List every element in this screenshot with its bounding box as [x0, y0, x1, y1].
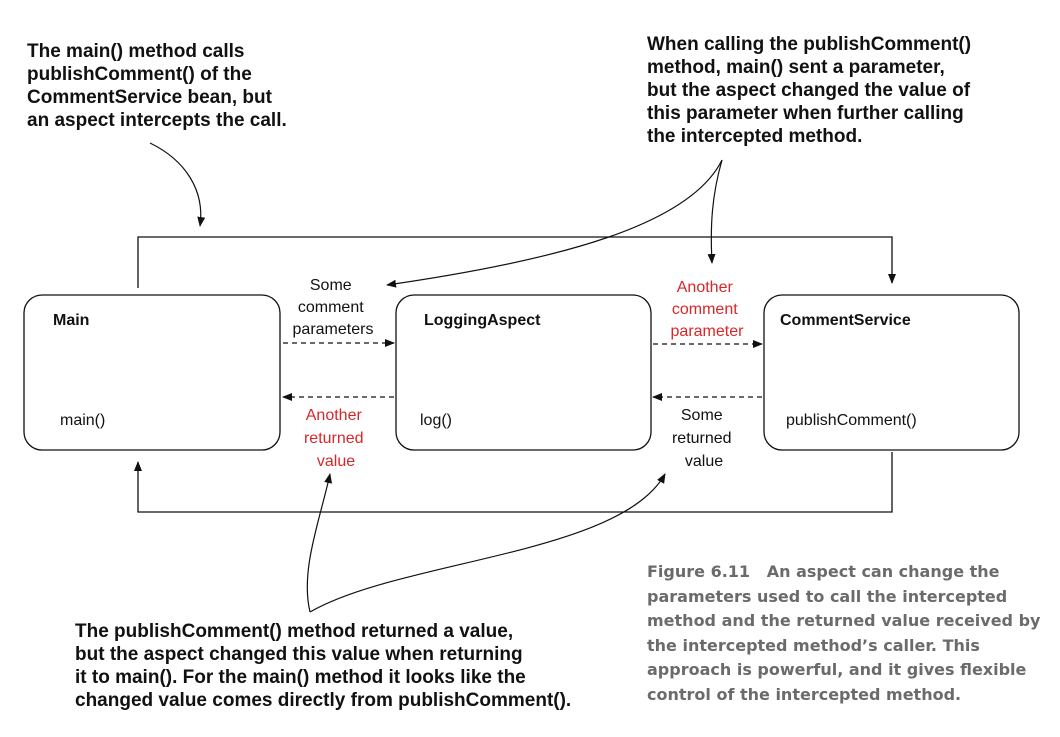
logging-aspect-title: LoggingAspect [424, 312, 541, 329]
pointer-bottom-a [306, 473, 332, 613]
caption-text: An aspect can change the parameters used… [647, 562, 1041, 704]
pointer-top-right-a [386, 159, 723, 288]
publish-comment-method: publishComment() [786, 412, 917, 429]
figure-caption: Figure 6.11 An aspect can change the par… [647, 560, 1047, 707]
return-connector [134, 452, 893, 513]
pointer-bottom-b [309, 473, 666, 613]
pointer-top-right-b [707, 159, 723, 264]
some-comment-parameters-label: Some comment parameters [293, 277, 374, 338]
annotation-return-changed: The publishComment() method returned a v… [75, 621, 572, 711]
some-returned-value-label: Some returned value [672, 407, 736, 470]
pointer-top-left [149, 142, 206, 227]
logging-aspect-box [395, 294, 652, 451]
main-box [23, 294, 281, 451]
main-box-title: Main [53, 312, 89, 329]
annotation-parameter-changed: When calling the publishComment() method… [647, 34, 972, 147]
another-comment-parameter-label: Another comment parameter [671, 279, 745, 340]
call-connector [137, 236, 896, 288]
log-method: log() [420, 412, 452, 429]
comment-service-title: CommentService [780, 312, 911, 329]
main-method: main() [60, 412, 105, 429]
comment-service-box [763, 294, 1020, 451]
figure-number: Figure 6.11 [647, 562, 751, 581]
another-returned-value-label: Another returned value [304, 407, 368, 470]
annotation-main-calls: The main() method calls publishComment()… [27, 41, 287, 131]
